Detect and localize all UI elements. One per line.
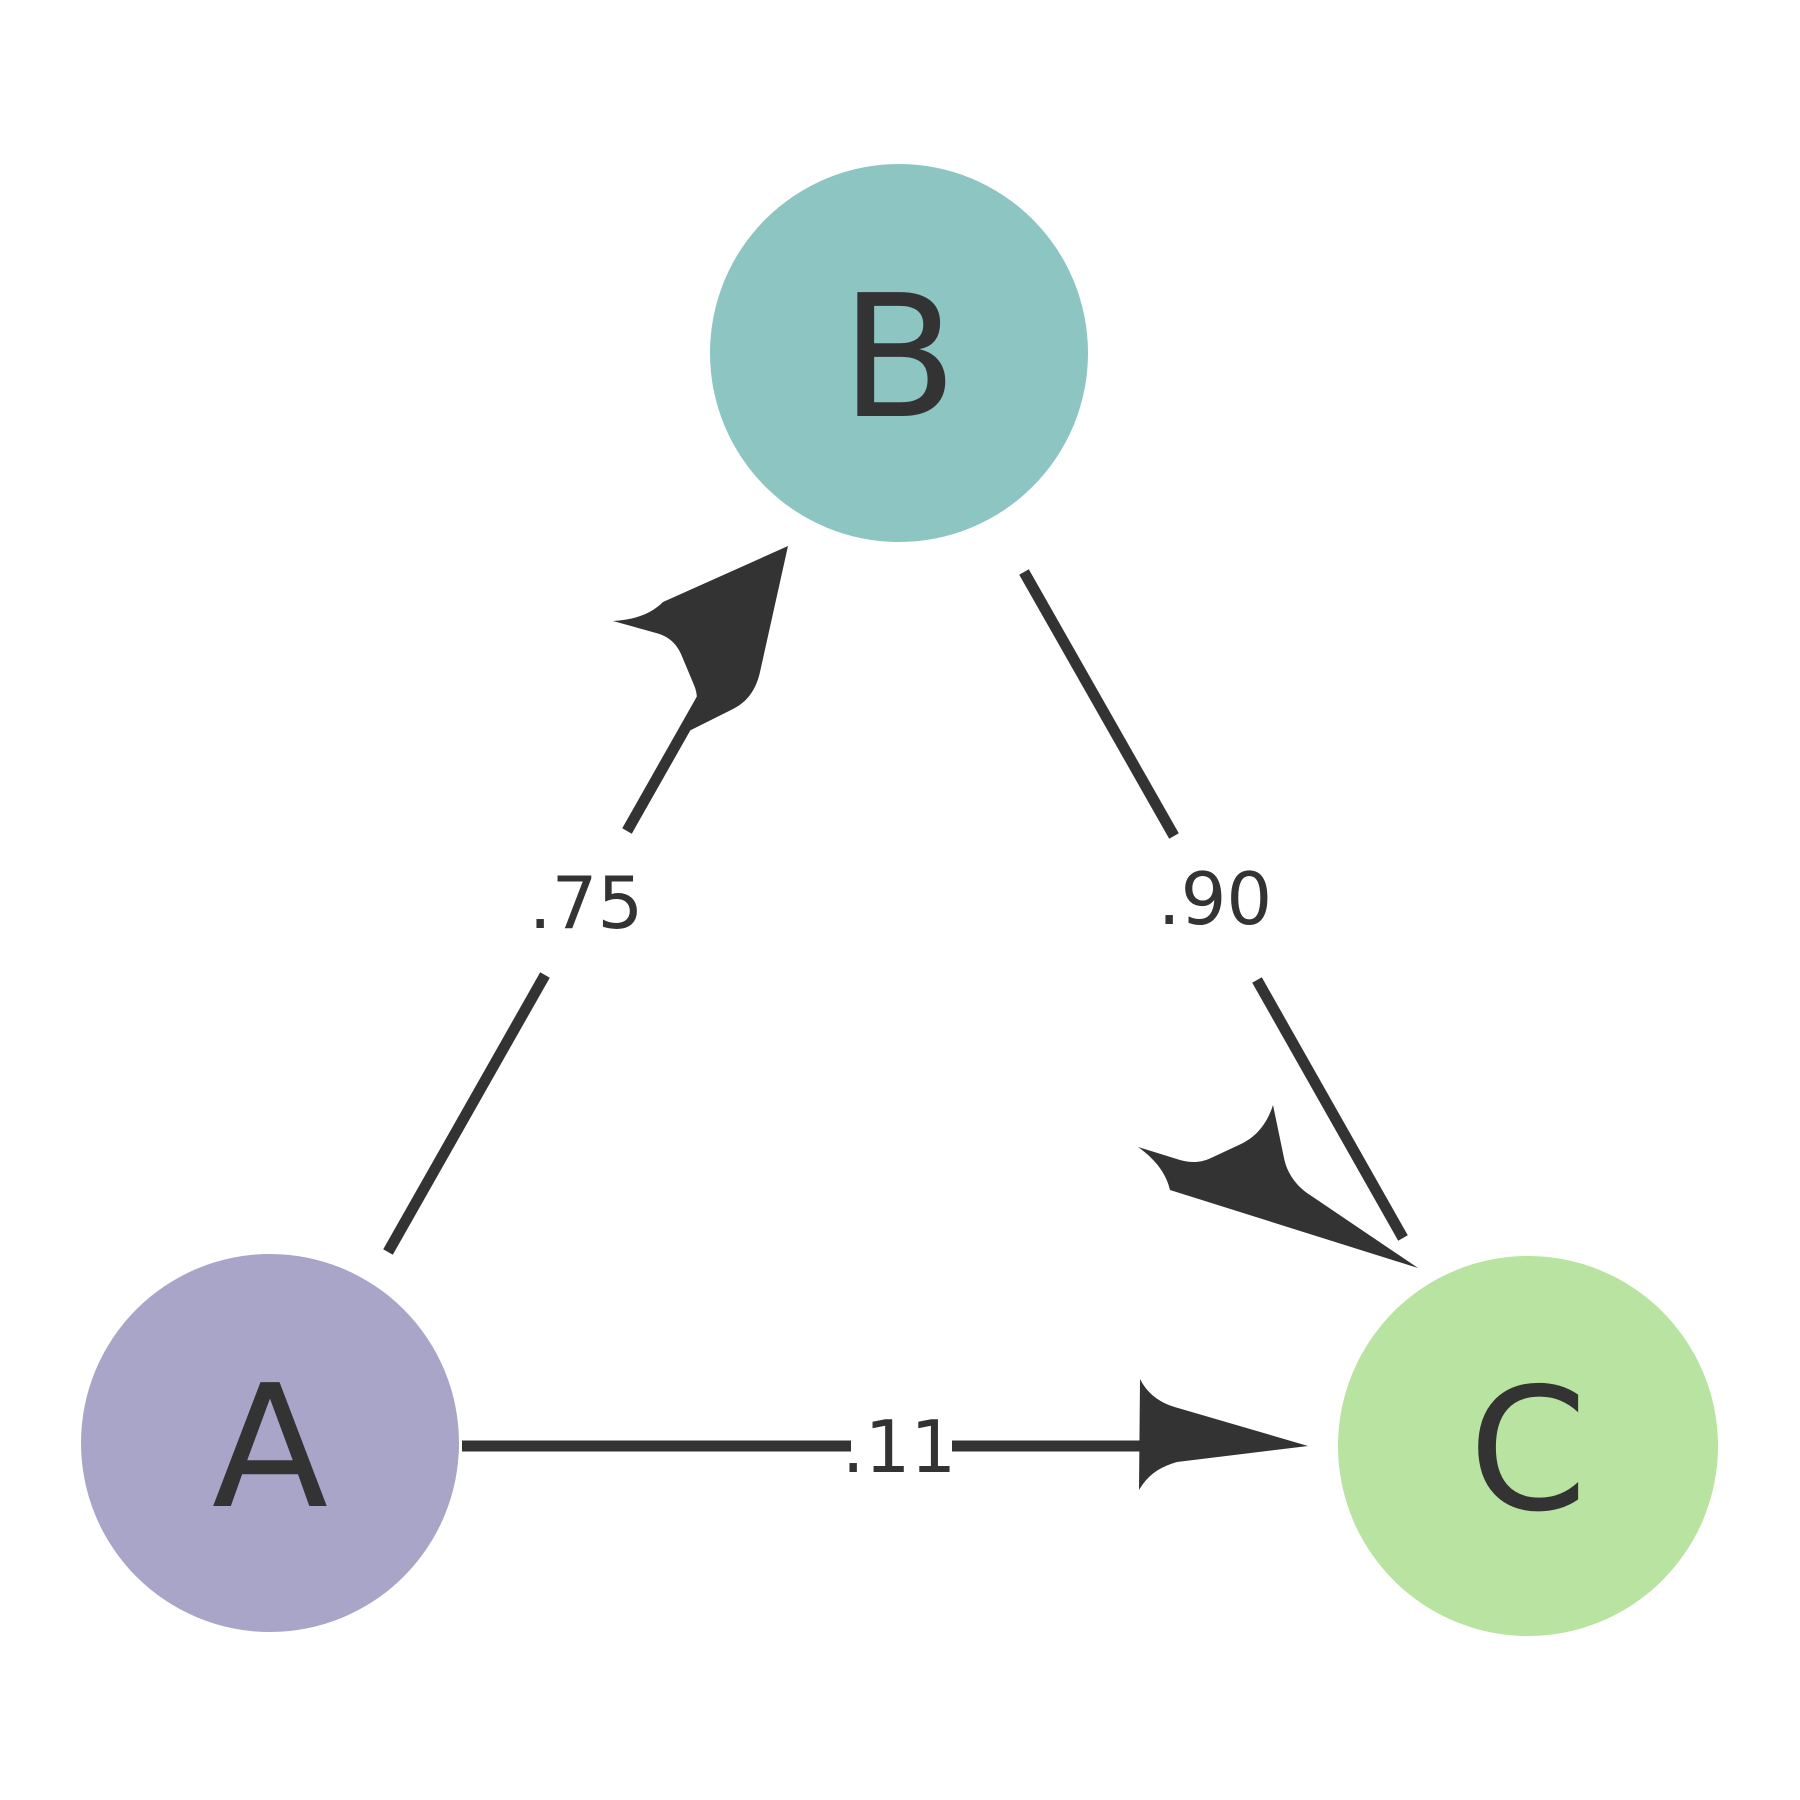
edge-label-a-to-c: .11 (842, 1405, 957, 1489)
edge-a-to-b[interactable] (383, 546, 788, 1255)
edge-b-to-c[interactable] (1019, 569, 1418, 1268)
edge-a-to-c-arrowhead (1139, 1379, 1308, 1490)
edge-label-a-to-b: .75 (529, 861, 644, 945)
nodes-layer: A B C (81, 164, 1718, 1636)
edge-labels-layer: .75 .90 .11 (529, 857, 1273, 1489)
edge-a-to-b-segment-lower (383, 972, 550, 1255)
node-a-circle[interactable] (81, 1254, 459, 1632)
node-a[interactable]: A (81, 1254, 459, 1632)
node-c[interactable]: C (1338, 1256, 1718, 1636)
edge-b-to-c-segment-upper (1019, 569, 1179, 839)
edge-a-to-b-arrowhead (613, 546, 788, 733)
edge-b-to-c-segment-lower (1252, 977, 1408, 1241)
edge-a-to-c[interactable] (462, 1379, 1308, 1490)
node-b-circle[interactable] (710, 164, 1088, 542)
node-b[interactable]: B (710, 164, 1088, 542)
edges-layer (383, 546, 1418, 1490)
edge-label-b-to-c: .90 (1158, 857, 1273, 941)
node-c-circle[interactable] (1338, 1256, 1718, 1636)
edge-b-to-c-arrowhead (1138, 1105, 1418, 1268)
